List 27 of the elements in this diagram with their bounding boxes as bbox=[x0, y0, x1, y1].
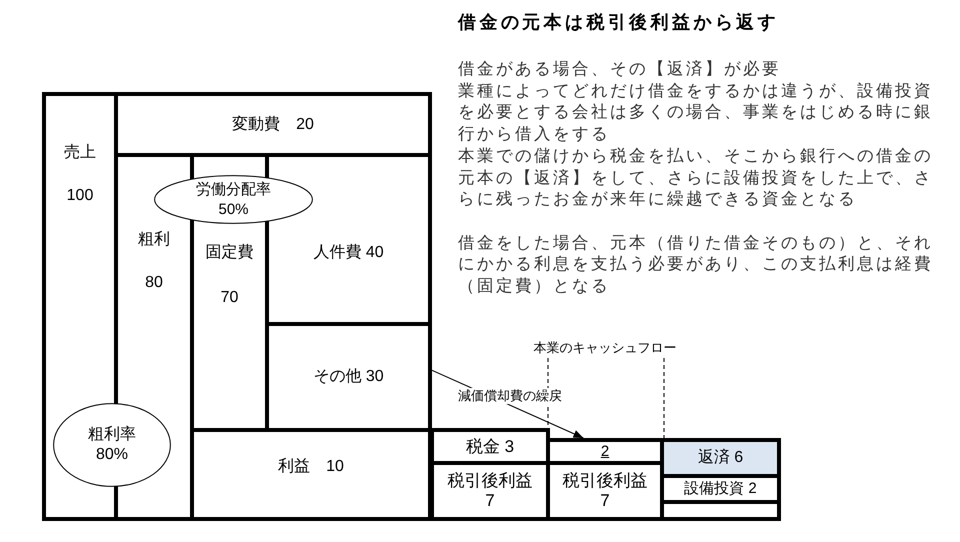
body-text: 借金がある場合、その【返済】が必要 bbox=[458, 59, 782, 80]
block-label: 税金 3 bbox=[466, 436, 514, 456]
block-label: 80 bbox=[145, 273, 163, 293]
ratio-ellipse bbox=[154, 175, 313, 224]
title: 借金の元本は税引後利益から返す bbox=[458, 11, 779, 34]
block-label: 変動費 20 bbox=[232, 114, 314, 134]
ellipse-label: 粗利率80% bbox=[86, 425, 137, 465]
block-label: 人件費 40 bbox=[313, 243, 384, 263]
block-label: 100 bbox=[66, 186, 94, 206]
block-label: 固定費 bbox=[206, 243, 254, 263]
block-label: その他 30 bbox=[313, 367, 384, 387]
body-text: 借金をした場合、元本（借りた借金そのもの）と、それにかかる利息を支払う必要があり、この支払利息は経費（固定費）となる bbox=[458, 232, 934, 298]
block-label: 税引後利益 7 bbox=[562, 471, 648, 511]
block-label: 70 bbox=[220, 288, 238, 308]
block-label: 税引後利益 7 bbox=[446, 471, 534, 511]
block-label: 2 bbox=[600, 442, 610, 462]
ellipse-label: 労働分配率50% bbox=[195, 180, 272, 220]
body-text: 本業での儲けから税金を払い、そこから銀行への借金の元本の【返済】をして、さらに設備投資をした上で、さらに残ったお金が来年に繰越できる資金となる bbox=[458, 146, 934, 210]
block-label: 売上 bbox=[64, 143, 96, 163]
edge-label: 減価償却費の繰戻 bbox=[456, 388, 564, 404]
body-text: 業種によってどれだけ借金をするかは違うが、設備投資を必要とする会社は多くの場合、事業をはじめる時に銀行から借入をする bbox=[458, 80, 934, 146]
block-label: 設備投資 2 bbox=[684, 479, 757, 499]
block-label: 利益 10 bbox=[278, 457, 344, 477]
block-label: 粗利 bbox=[138, 230, 170, 250]
ratio-ellipse bbox=[53, 403, 171, 487]
block-label: 返済 6 bbox=[698, 448, 744, 468]
section-label: 本業のキャッシュフロー bbox=[534, 340, 676, 356]
